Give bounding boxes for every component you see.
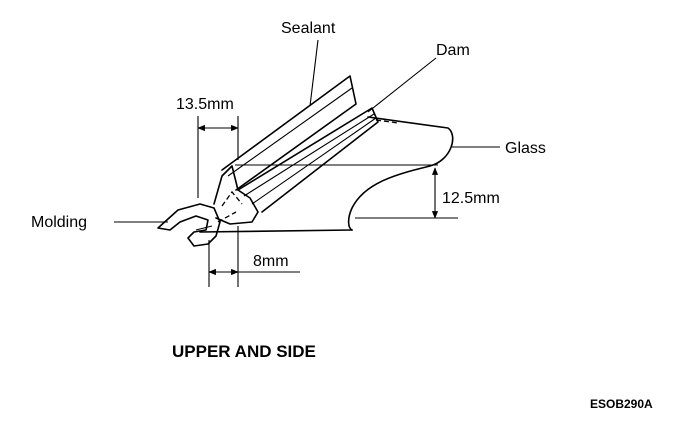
- dim-13-5mm-label: 13.5mm: [176, 96, 234, 113]
- diagram-caption: UPPER AND SIDE: [172, 342, 316, 361]
- dam-leader: [367, 57, 437, 113]
- dim-12-5mm-label: 12.5mm: [442, 190, 500, 207]
- molding-profile: [157, 165, 259, 247]
- molding-label: Molding: [31, 214, 87, 231]
- dimension-8mm: [208, 226, 300, 287]
- dimension-13-5mm: [197, 116, 239, 198]
- dam-strip: [237, 107, 379, 213]
- sealant-bead: [221, 75, 357, 191]
- glass-plate: [199, 116, 454, 233]
- dim-8mm-label: 8mm: [253, 253, 289, 270]
- sealant-leader: [309, 39, 319, 107]
- dimension-12-5mm: [355, 167, 458, 219]
- figure-code: ESOB290A: [590, 397, 653, 411]
- dam-label: Dam: [436, 42, 470, 59]
- glass-label: Glass: [505, 140, 546, 157]
- sealant-label: Sealant: [281, 20, 336, 37]
